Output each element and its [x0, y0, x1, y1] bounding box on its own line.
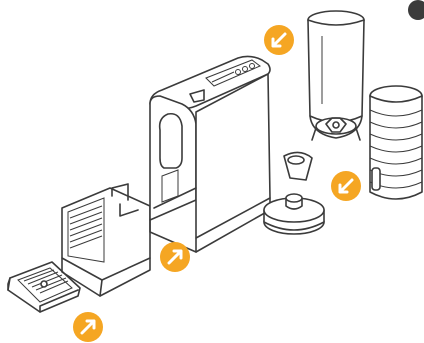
- arrow-to-capsule-container: [160, 242, 190, 272]
- drip-tray-grid: [8, 262, 80, 312]
- milk-frother-jug: [370, 86, 422, 199]
- coffee-machine-body: [150, 56, 270, 252]
- capsule-container: [62, 184, 150, 296]
- arrow-to-water-tank: [264, 25, 294, 55]
- arrow-to-frother-base: [331, 171, 361, 201]
- corner-dot: [408, 0, 424, 20]
- arrow-to-drip-tray: [73, 312, 103, 342]
- milk-frother-base: [264, 152, 324, 234]
- water-tank: [308, 11, 364, 140]
